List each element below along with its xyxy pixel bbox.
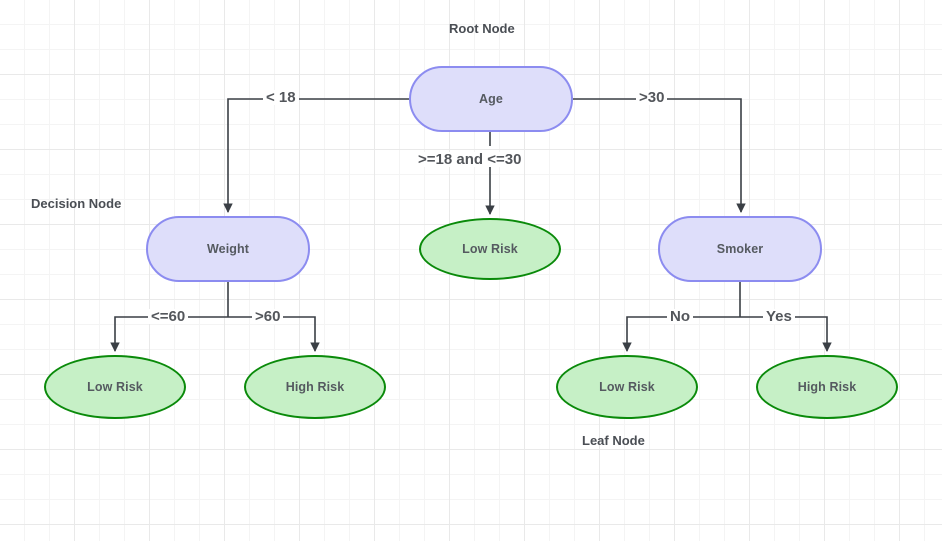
- edge-smoker-low: [622, 316, 740, 352]
- annotation-leaf-node: Leaf Node: [582, 433, 645, 448]
- node-low-risk-middle[interactable]: Low Risk: [419, 218, 561, 280]
- edge-age-weight: [223, 98, 409, 213]
- node-high-risk-smoker[interactable]: High Risk: [756, 355, 898, 419]
- node-weight[interactable]: Weight: [146, 216, 310, 282]
- node-smoker[interactable]: Smoker: [658, 216, 822, 282]
- annotation-decision-node: Decision Node: [31, 196, 122, 211]
- node-low-risk-weight-label: Low Risk: [87, 379, 143, 394]
- edge-label-age-smoker: >30: [636, 90, 668, 105]
- node-smoker-label: Smoker: [716, 241, 764, 256]
- node-age[interactable]: Age: [409, 66, 573, 132]
- node-low-risk-smoker[interactable]: Low Risk: [556, 355, 698, 419]
- node-weight-label: Weight: [206, 241, 250, 256]
- edge-label-smoker-no: No: [667, 309, 693, 324]
- node-high-risk-weight-label: High Risk: [285, 379, 345, 394]
- annotation-root-node: Root Node: [449, 21, 515, 36]
- edge-label-smoker-yes: Yes: [763, 309, 795, 324]
- node-low-risk-smoker-label: Low Risk: [599, 379, 655, 394]
- edge-label-age-low-risk: >=18 and <=30: [415, 152, 525, 167]
- node-low-risk-weight[interactable]: Low Risk: [44, 355, 186, 419]
- edge-label-weight-low: <=60: [148, 309, 189, 324]
- edge-weight-low: [110, 316, 228, 352]
- node-age-label: Age: [479, 91, 503, 106]
- node-high-risk-smoker-label: High Risk: [797, 379, 857, 394]
- edge-age-smoker: [573, 98, 746, 213]
- node-high-risk-weight[interactable]: High Risk: [244, 355, 386, 419]
- edge-label-age-weight: < 18: [263, 90, 299, 105]
- edge-label-weight-high: >60: [252, 309, 284, 324]
- node-low-risk-middle-label: Low Risk: [462, 241, 518, 256]
